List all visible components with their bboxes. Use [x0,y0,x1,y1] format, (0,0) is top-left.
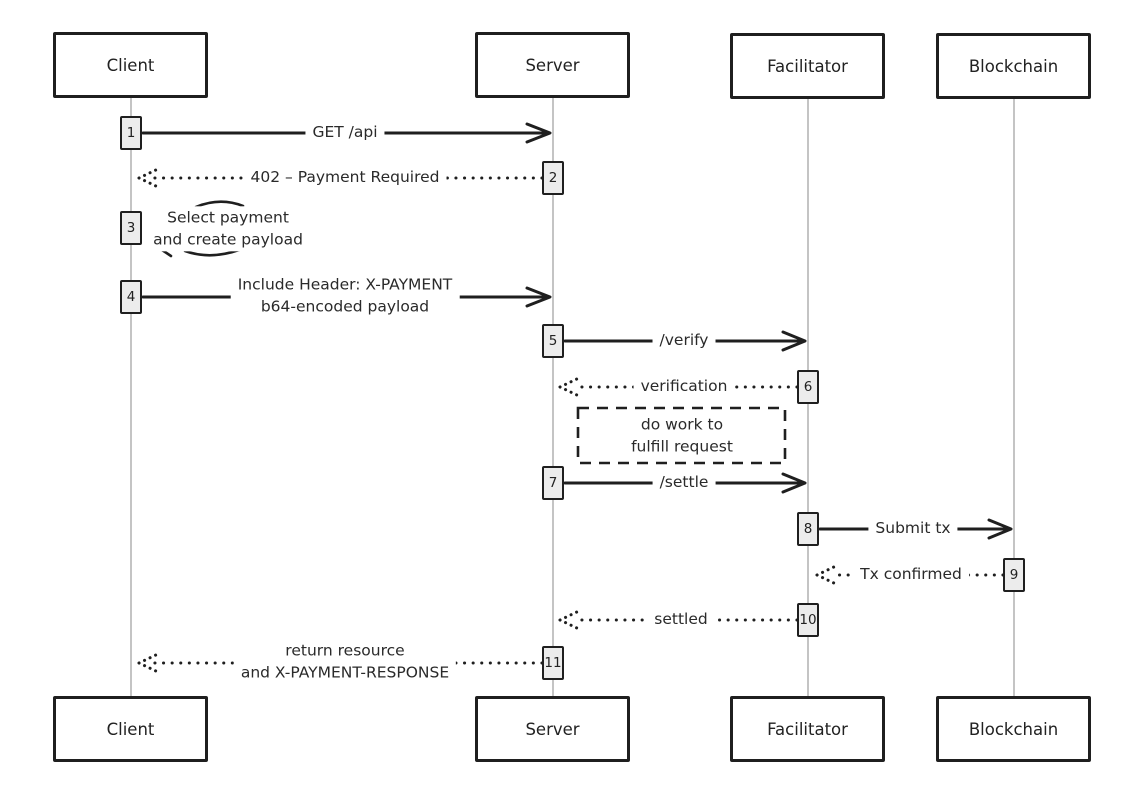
arrowhead-tx-confirmed [815,564,838,586]
step-number-2: 2 [542,161,564,195]
arrowhead-402 [137,167,160,189]
step-number-3: 3 [120,211,142,245]
actor-box-client-bottom: Client [53,696,208,762]
message-label-verify: /verify [652,329,716,353]
message-label-settle: /settle [652,471,716,495]
step-number-6: 6 [797,370,819,404]
actor-box-blockchain-top: Blockchain [936,33,1091,99]
note-do-work-label: do work to fulfill request [631,415,733,456]
actor-box-facilitator-top: Facilitator [730,33,885,99]
step-number-1: 1 [120,116,142,150]
actor-box-blockchain-bottom: Blockchain [936,696,1091,762]
step-number-9: 9 [1003,558,1025,592]
step-number-7: 7 [542,466,564,500]
step-number-4: 4 [120,280,142,314]
step-number-5: 5 [542,324,564,358]
note-dashed-border [576,406,787,465]
arrowhead-x-payment [525,286,552,308]
actor-box-server-top: Server [475,32,630,98]
step-number-10: 10 [797,603,819,637]
actor-box-facilitator-bottom: Facilitator [730,696,885,762]
message-label-verification: verification [633,375,735,399]
step-number-8: 8 [797,512,819,546]
message-label-get-api: GET /api [305,121,385,145]
arrowhead-submit-tx [987,518,1013,540]
actor-box-client-top: Client [53,32,208,98]
message-label-402: 402 – Payment Required [243,166,447,190]
message-label-select-payment: Select payment and create payload [146,206,310,252]
arrowhead-return-resource [137,652,160,674]
self-loop-sketch-top [194,200,245,209]
arrowhead-settle [781,472,807,494]
arrowhead-verify [781,330,807,352]
actor-box-server-bottom: Server [475,696,630,762]
message-label-settled: settled [647,608,715,632]
step-number-11: 11 [542,646,564,680]
arrowhead-verification [558,376,581,398]
message-label-x-payment: Include Header: X-PAYMENT b64-encoded pa… [230,273,460,319]
message-label-return-resource: return resource and X-PAYMENT-RESPONSE [233,639,457,685]
message-label-tx-confirmed: Tx confirmed [853,563,969,587]
arrowhead-get-api [525,122,552,144]
message-label-submit-tx: Submit tx [868,517,958,541]
arrowhead-settled [558,609,581,631]
